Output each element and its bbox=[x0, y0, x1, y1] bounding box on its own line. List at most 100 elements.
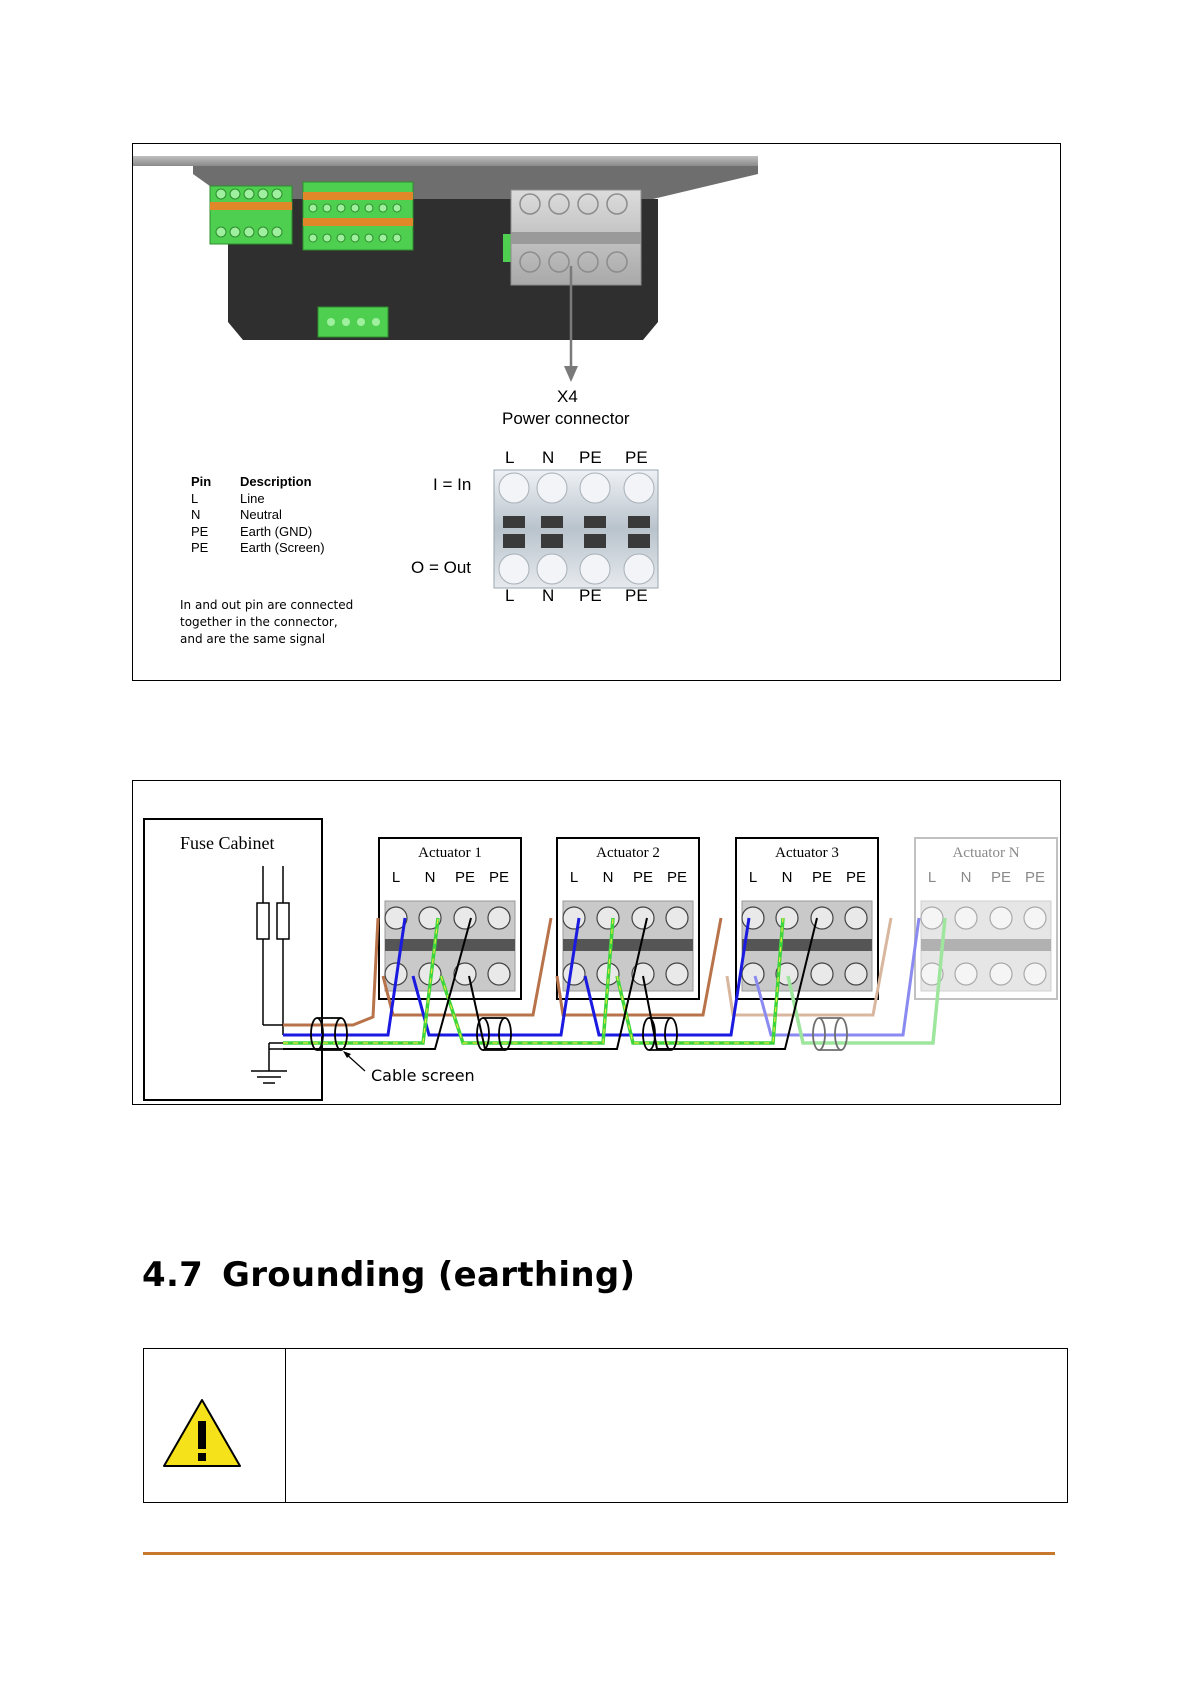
terminal-label: PE bbox=[990, 869, 1011, 886]
terminal-screw bbox=[384, 906, 408, 930]
terminal-label: L bbox=[391, 869, 401, 886]
section-title: Grounding (earthing) bbox=[222, 1255, 636, 1295]
terminal-screw bbox=[741, 906, 765, 930]
actuator-name: Actuator 1 bbox=[418, 845, 482, 861]
cable-screen-label: Cable screen bbox=[371, 1066, 475, 1085]
in-label: I = In bbox=[433, 475, 472, 494]
terminal-label: N bbox=[781, 869, 793, 886]
terminal-label: PE bbox=[845, 869, 866, 886]
terminal-screw bbox=[989, 906, 1013, 930]
callout-arrowhead bbox=[564, 366, 578, 382]
actuator-name: Actuator 2 bbox=[596, 845, 660, 861]
ground-symbol-icon bbox=[251, 1070, 287, 1084]
connection-note: In and out pin are connected together in… bbox=[180, 598, 354, 646]
terminal-label: PE bbox=[666, 869, 687, 886]
x4-connector-on-device bbox=[510, 189, 642, 286]
terminal-label: L bbox=[569, 869, 579, 886]
power-connector-figure: X4 Power connector L N PE PE L N PE PE I… bbox=[132, 143, 1061, 681]
terminal-screw bbox=[665, 906, 689, 930]
terminal-label: PE bbox=[632, 869, 653, 886]
terminal-screw bbox=[1023, 962, 1047, 986]
terminal-screw bbox=[954, 906, 978, 930]
warning-icon-cell bbox=[144, 1349, 286, 1502]
cable-screen-ferrule bbox=[310, 1017, 348, 1051]
pin-bottom-label: PE bbox=[579, 586, 602, 605]
terminal-screw bbox=[741, 962, 765, 986]
callout-id: X4 bbox=[557, 387, 578, 406]
terminal-screw bbox=[596, 906, 620, 930]
pin-top-label: PE bbox=[625, 448, 648, 467]
fuse-cabinet-label: Fuse Cabinet bbox=[180, 833, 275, 853]
terminal-screw bbox=[844, 962, 868, 986]
actuator-box bbox=[378, 837, 522, 1000]
cable-screen-ferrule bbox=[476, 1017, 512, 1051]
terminal-screw bbox=[1023, 906, 1047, 930]
terminal-label: N bbox=[602, 869, 614, 886]
terminal-screw bbox=[665, 962, 689, 986]
cable-screen-ferrule bbox=[642, 1017, 678, 1051]
terminal-screw bbox=[562, 962, 586, 986]
terminal-screw bbox=[562, 906, 586, 930]
actuator-box bbox=[556, 837, 700, 1000]
terminal-screw bbox=[487, 906, 511, 930]
section-heading: 4.7 Grounding (earthing) bbox=[142, 1255, 635, 1295]
screen-wire bbox=[283, 917, 818, 1050]
out-label: O = Out bbox=[411, 558, 471, 577]
terminal-label: PE bbox=[488, 869, 509, 886]
pin-top-label: N bbox=[542, 448, 555, 467]
power-connector-illustration bbox=[133, 156, 758, 589]
actuator-name: Actuator 3 bbox=[775, 845, 839, 861]
terminal-screw bbox=[487, 962, 511, 986]
terminal-screw bbox=[989, 962, 1013, 986]
pin-bottom-label: PE bbox=[625, 586, 648, 605]
fuse-cabinet-box bbox=[143, 818, 323, 1101]
terminal-screw bbox=[810, 962, 834, 986]
terminal-label: PE bbox=[811, 869, 832, 886]
callout-name: Power connector bbox=[502, 409, 630, 428]
cable-screen-ferrule bbox=[812, 1017, 848, 1051]
terminal-screw bbox=[920, 906, 944, 930]
terminal-label: PE bbox=[1024, 869, 1045, 886]
terminal-screw bbox=[844, 906, 868, 930]
signal-connector-block-1 bbox=[209, 185, 293, 245]
section-number: 4.7 bbox=[142, 1255, 204, 1295]
line-wire bbox=[283, 917, 893, 1027]
terminal-screw bbox=[775, 906, 799, 930]
terminal-screw bbox=[631, 906, 655, 930]
pin-top-label: PE bbox=[579, 448, 602, 467]
terminal-label: PE bbox=[454, 869, 475, 886]
terminal-screw bbox=[453, 906, 477, 930]
terminal-label: L bbox=[927, 869, 937, 886]
terminal-label: L bbox=[748, 869, 758, 886]
terminal-label: N bbox=[960, 869, 972, 886]
warning-triangle-icon bbox=[163, 1399, 241, 1467]
pin-bottom-label: N bbox=[542, 586, 555, 605]
actuator-name: Actuator N bbox=[952, 845, 1020, 861]
mounting-plate bbox=[133, 156, 758, 166]
warning-box bbox=[143, 1348, 1068, 1503]
terminal-screw bbox=[954, 962, 978, 986]
terminal-label: N bbox=[424, 869, 436, 886]
actuator-box bbox=[735, 837, 879, 1000]
actuator-box bbox=[914, 837, 1058, 1000]
pin-header: Pin bbox=[191, 474, 212, 489]
signal-connector-block-2 bbox=[302, 181, 414, 251]
bottom-green-connector bbox=[317, 306, 389, 338]
fuse-l bbox=[256, 902, 270, 940]
pin-bottom-label: L bbox=[505, 586, 515, 605]
side-connector bbox=[503, 234, 511, 262]
daisy-chain-wiring-figure: Fuse Cabinet Cable screen Actuator 1 L N PE… bbox=[132, 780, 1061, 1105]
description-header: Description bbox=[240, 474, 312, 489]
x4-connector-detail bbox=[493, 469, 659, 589]
footer-rule bbox=[143, 1552, 1055, 1555]
pin-top-label: L bbox=[505, 448, 515, 467]
fuse-n bbox=[276, 902, 290, 940]
terminal-screw bbox=[631, 962, 655, 986]
wiring-diagram bbox=[143, 818, 1058, 1101]
terminal-screw bbox=[775, 962, 799, 986]
